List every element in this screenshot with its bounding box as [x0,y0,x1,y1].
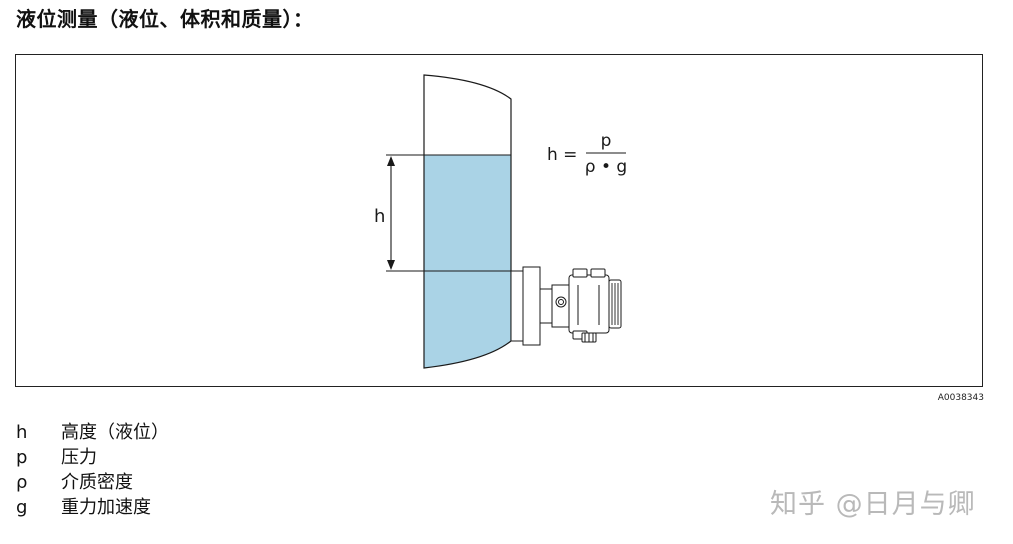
figure-frame: h h = p ρ • g [15,54,983,387]
legend-description: 高度（液位） [61,422,169,443]
legend-description: 压力 [61,447,97,468]
figure-id: A0038343 [937,393,984,403]
formula: h = p ρ • g [547,131,627,177]
formula-lhs: h = [547,145,577,165]
liquid-fill [424,155,511,368]
formula-denominator: ρ • g [585,157,627,177]
height-dimension-arrow [387,156,395,270]
legend-symbol: h [16,422,28,443]
tank-diagram: h h = p ρ • g [374,74,627,369]
legend-description: 介质密度 [61,472,133,493]
flange [522,266,541,346]
process-nozzle [510,270,524,342]
legend: h 高度（液位） p 压力 ρ 介质密度 g 重力加速度 [16,418,169,518]
height-label: h [374,206,385,227]
page-title: 液位测量（液位、体积和质量）： [16,7,314,31]
watermark: 知乎 @日月与卿 [770,489,976,520]
pressure-transmitter [510,266,622,346]
legend-description: 重力加速度 [61,497,151,518]
legend-row: p 压力 [16,443,169,468]
formula-numerator: p [601,131,612,151]
legend-symbol: g [16,497,28,518]
legend-row: g 重力加速度 [16,493,169,518]
transmitter-housing [568,274,610,334]
legend-row: h 高度（液位） [16,418,169,443]
sensor-neck [539,288,553,324]
legend-row: ρ 介质密度 [16,468,169,493]
legend-symbol: ρ [16,472,28,493]
cover-ribs [611,283,619,325]
legend-symbol: p [16,447,28,468]
